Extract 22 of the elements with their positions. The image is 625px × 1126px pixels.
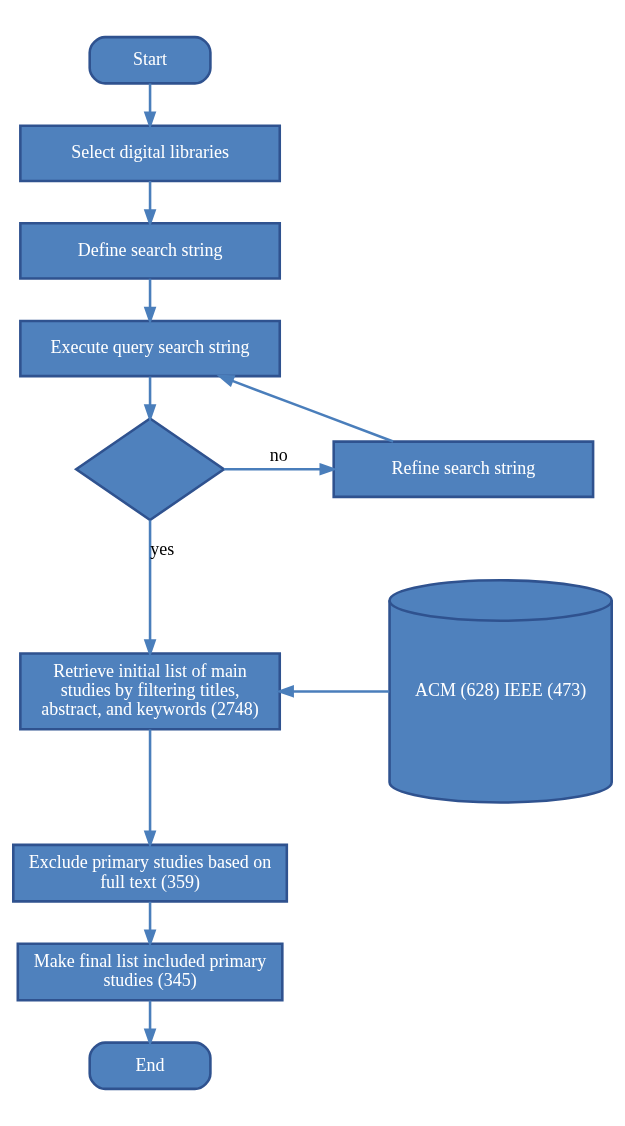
arrow [275,685,390,698]
arrow [143,376,157,423]
arrow [143,181,157,228]
arrow [143,83,157,130]
node-box: Select digital libraries [19,124,282,183]
arrow [143,278,157,325]
node-box: Execute query search string [19,319,282,378]
node-box: Refine search string [332,440,595,499]
node-box: Start [88,35,212,85]
arrow [143,901,157,948]
node-box: Exclude primary studies based on full text (359) [12,843,289,903]
node-box: End [88,1041,212,1091]
node-box: Make final list included primary studies (345) [16,942,284,1002]
node-box: Retrieve initial list of main studies by filtering titles, abstract, and keywords (2748) [19,652,282,731]
arrow [143,1000,157,1047]
node-box: Define search string [19,222,282,280]
arrow [143,520,157,658]
node-diamond [73,416,227,522]
arrow [223,462,338,476]
arrow [143,729,157,849]
edge-label: no [269,444,288,465]
arrow [216,374,394,443]
